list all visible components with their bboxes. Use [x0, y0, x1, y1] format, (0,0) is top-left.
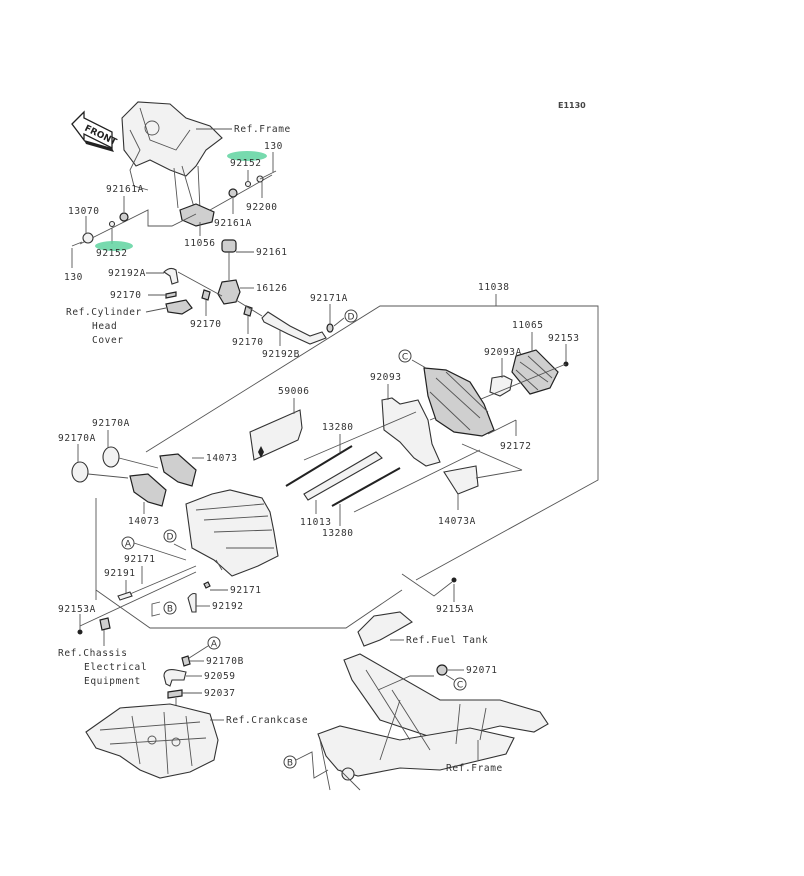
label-16126: 16126 — [256, 283, 288, 294]
label-92170-mid: 92170 — [190, 319, 222, 330]
label-ref-fuel-tank: Ref.Fuel Tank — [406, 635, 488, 646]
main-frame — [317, 653, 549, 791]
callout-A-left-letter: A — [125, 540, 132, 550]
hose-92059 — [163, 669, 187, 687]
label-ref-crankcase: Ref.Crankcase — [226, 715, 308, 726]
front-arrow-icon: FRONT — [71, 110, 119, 152]
label-11065: 11065 — [512, 320, 544, 331]
callout-D-box — [163, 529, 177, 543]
clamp-92170A-left — [71, 461, 89, 483]
cleaner-cover — [423, 367, 495, 437]
callout-B-bottom-letter: B — [287, 759, 293, 769]
label-ref-cylinder-head: Head — [92, 321, 117, 332]
label-130-top: 130 — [264, 141, 283, 152]
callout-D-top-letter: D — [348, 313, 355, 323]
callout-B-bottom — [283, 755, 297, 769]
air-box — [185, 489, 279, 577]
diagram-code: E1130 — [558, 101, 586, 110]
cylinder-head-fitting — [165, 299, 193, 315]
label-92161A-left: 92161A — [106, 184, 144, 195]
highlight-92152-top — [227, 151, 267, 161]
pipe-92191 — [117, 591, 133, 601]
duct-14073-top — [159, 453, 197, 487]
label-92170A-left: 92170A — [58, 433, 96, 444]
label-13280-bottom: 13280 — [322, 528, 354, 539]
hose-92192B — [261, 311, 327, 345]
label-92170-left: 92170 — [110, 290, 142, 301]
label-92093A: 92093A — [484, 347, 522, 358]
label-11013: 11013 — [300, 517, 332, 528]
fuel-tank-bracket — [357, 611, 413, 647]
grommet-92071 — [436, 664, 448, 676]
label-92153A-left: 92153A — [58, 604, 96, 615]
gasket-92093 — [381, 397, 441, 467]
strip-11013 — [303, 451, 383, 501]
label-59006: 59006 — [278, 386, 310, 397]
label-130-bottom: 130 — [64, 272, 83, 283]
filter-14073A — [443, 465, 479, 495]
label-ref-chassis-electrical: Electrical — [84, 662, 147, 673]
callout-C-top-letter: C — [402, 353, 408, 363]
label-92191: 92191 — [104, 568, 136, 579]
label-11038: 11038 — [478, 282, 510, 293]
hose-92192 — [187, 592, 197, 613]
label-92071: 92071 — [466, 665, 498, 676]
callout-D-box-letter: D — [167, 533, 174, 543]
label-13070: 13070 — [68, 206, 100, 217]
label-ref-cylinder-cover: Cover — [92, 335, 124, 346]
label-92152-top: 92152 — [230, 158, 262, 169]
label-92171A: 92171A — [310, 293, 348, 304]
label-92153A-right: 92153A — [436, 604, 474, 615]
highlight-92152-bottom — [95, 241, 133, 251]
label-92170B: 92170B — [206, 656, 244, 667]
label-92153: 92153 — [548, 333, 580, 344]
duct-14073-bottom — [129, 473, 167, 507]
label-92192: 92192 — [212, 601, 244, 612]
callout-B-left — [163, 601, 177, 615]
label-plate-59006 — [249, 409, 303, 461]
label-92093: 92093 — [370, 372, 402, 383]
label-92152-bottom: 92152 — [96, 248, 128, 259]
grommet-92161A-right — [228, 188, 238, 198]
callout-C-bottom-letter: C — [457, 681, 463, 691]
label-14073-top: 14073 — [206, 453, 238, 464]
label-92037: 92037 — [204, 688, 236, 699]
label-92161A-right: 92161A — [214, 218, 252, 229]
label-92172: 92172 — [500, 441, 532, 452]
callout-C-bottom — [453, 677, 467, 691]
callout-B-left-letter: B — [167, 605, 173, 615]
label-92059: 92059 — [204, 671, 236, 682]
label-92171-right: 92171 — [230, 585, 262, 596]
grommet-92161A-left — [119, 212, 129, 222]
callout-A-bottom-letter: A — [211, 640, 218, 650]
hose-92192A — [163, 267, 179, 285]
label-13280-top: 13280 — [322, 422, 354, 433]
grid-11065 — [511, 349, 559, 395]
callout-C-top — [398, 349, 412, 363]
bracket-11056 — [179, 203, 215, 227]
label-14073A: 14073A — [438, 516, 476, 527]
label-ref-chassis-equipment: Equipment — [84, 676, 141, 687]
label-92200: 92200 — [246, 202, 278, 213]
label-14073-bottom: 14073 — [128, 516, 160, 527]
label-11056: 11056 — [184, 238, 216, 249]
holder-92161 — [221, 239, 237, 253]
label-92170A-top: 92170A — [92, 418, 130, 429]
label-ref-cylinder: Ref.Cylinder — [66, 307, 142, 318]
callout-A-bottom — [207, 636, 221, 650]
label-92192A: 92192A — [108, 268, 146, 279]
callout-D-top — [344, 309, 358, 323]
label-92171-left: 92171 — [124, 554, 156, 565]
label-ref-chassis: Ref.Chassis — [58, 648, 128, 659]
label-ref-frame-top: Ref.Frame — [234, 124, 291, 135]
seal-92093A — [489, 375, 513, 397]
clamp-92170A-top — [102, 446, 120, 468]
frame-head-part — [121, 101, 223, 191]
label-92170-right: 92170 — [232, 337, 264, 348]
label-92161: 92161 — [256, 247, 288, 258]
label-ref-frame-bottom: Ref.Frame — [446, 763, 503, 774]
label-92192B: 92192B — [262, 349, 300, 360]
